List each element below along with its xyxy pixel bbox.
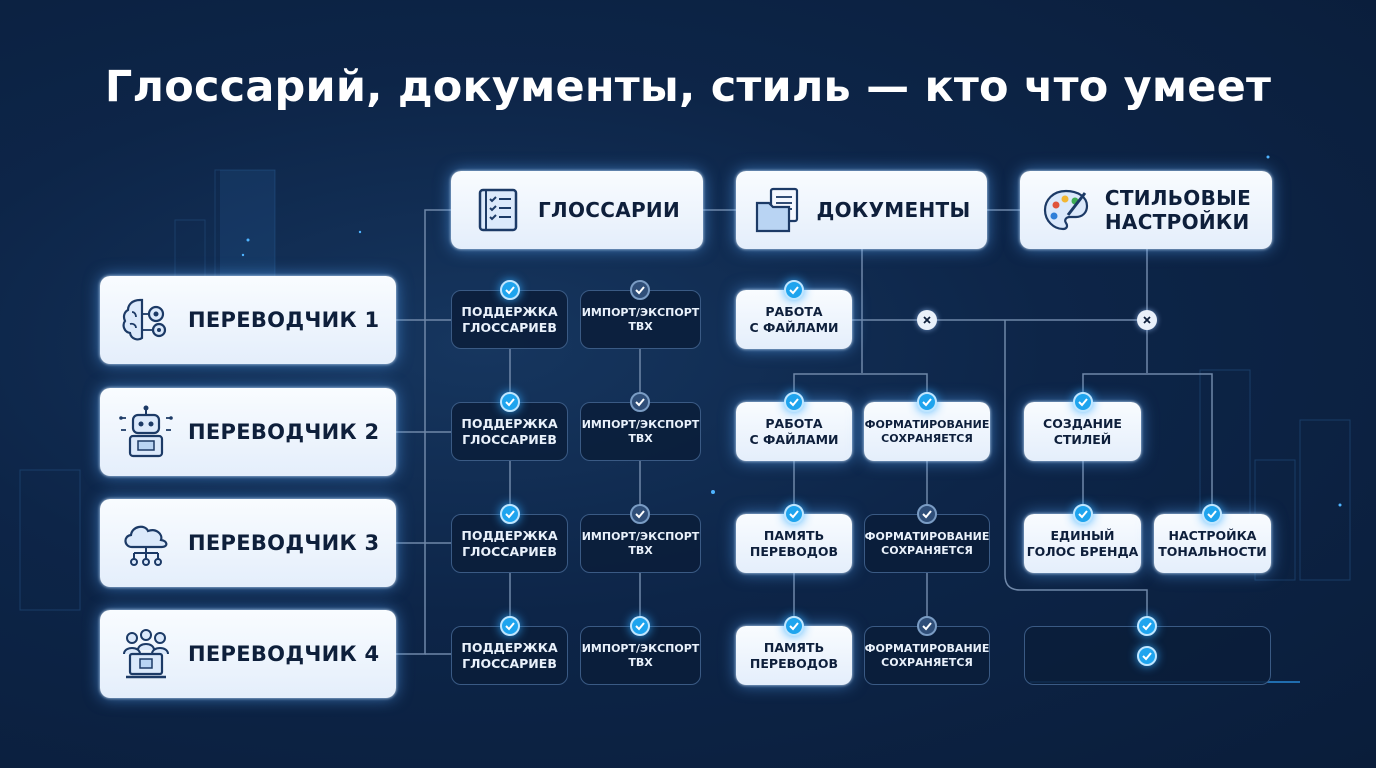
palette-brush-icon <box>1043 189 1088 231</box>
check-icon <box>784 280 804 300</box>
translator-4: ПЕРЕВОДЧИК 4 <box>100 610 396 698</box>
check-icon <box>630 280 650 300</box>
robot-icon <box>119 405 173 458</box>
formatting-kept-1: ФОРМАТИРОВАНИЕ СОХРАНЯЕТСЯ <box>864 402 990 461</box>
formatting-kept-3: ФОРМАТИРОВАНИЕ СОХРАНЯЕТСЯ <box>864 626 990 685</box>
check-icon <box>917 392 937 412</box>
header-documents-label: ДОКУМЕНТЫ <box>816 198 971 222</box>
check-icon <box>500 392 520 412</box>
page-title: Глоссарий, документы, стиль — кто что ум… <box>104 62 1272 112</box>
check-icon <box>1137 646 1157 666</box>
translator-4-label: ПЕРЕВОДЧИК 4 <box>188 642 380 666</box>
header-style-settings-label: СТИЛЬОВЫЕ НАСТРОЙКИ <box>1104 186 1252 234</box>
check-icon <box>784 504 804 524</box>
cross-icon <box>1137 310 1157 330</box>
check-icon <box>500 616 520 636</box>
header-glossaries-label: ГЛОССАРИИ <box>537 198 681 222</box>
check-icon <box>917 504 937 524</box>
check-icon <box>784 392 804 412</box>
documents-folder-icon <box>755 187 798 233</box>
check-icon <box>917 616 937 636</box>
brain-gear-icon <box>122 298 167 341</box>
translation-memory-1: ПАМЯТЬ ПЕРЕВОДОВ <box>736 514 852 573</box>
tbx-import-export-3: ИМПОРТ/ЭКСПОРТ TBX <box>580 514 701 573</box>
header-documents: ДОКУМЕНТЫ <box>736 171 987 249</box>
translator-1-label: ПЕРЕВОДЧИК 1 <box>188 308 380 332</box>
check-icon <box>500 504 520 524</box>
check-icon <box>1202 504 1222 524</box>
file-handling-2: РАБОТА С ФАЙЛАМИ <box>736 402 852 461</box>
check-icon <box>630 392 650 412</box>
check-icon <box>630 504 650 524</box>
glossary-support-1: ПОДДЕРЖКА ГЛОССАРИЕВ <box>451 290 568 349</box>
header-style-settings: СТИЛЬОВЫЕ НАСТРОЙКИ <box>1020 171 1272 249</box>
check-icon <box>1137 616 1157 636</box>
team-computer-icon <box>123 629 169 679</box>
check-icon <box>1073 392 1093 412</box>
translation-memory-2: ПАМЯТЬ ПЕРЕВОДОВ <box>736 626 852 685</box>
check-icon <box>630 616 650 636</box>
translator-3-label: ПЕРЕВОДЧИК 3 <box>188 531 380 555</box>
translator-1: ПЕРЕВОДЧИК 1 <box>100 276 396 364</box>
check-icon <box>1073 504 1093 524</box>
glossary-book-icon <box>478 188 518 232</box>
translator-2: ПЕРЕВОДЧИК 2 <box>100 388 396 476</box>
check-icon <box>784 616 804 636</box>
check-icon <box>500 280 520 300</box>
translator-2-label: ПЕРЕВОДЧИК 2 <box>188 420 380 444</box>
glossary-support-2: ПОДДЕРЖКА ГЛОССАРИЕВ <box>451 402 568 461</box>
header-glossaries: ГЛОССАРИИ <box>451 171 703 249</box>
cloud-network-icon <box>124 525 168 566</box>
cross-icon <box>917 310 937 330</box>
file-handling-1: РАБОТА С ФАЙЛАМИ <box>736 290 852 349</box>
translator-3: ПЕРЕВОДЧИК 3 <box>100 499 396 587</box>
